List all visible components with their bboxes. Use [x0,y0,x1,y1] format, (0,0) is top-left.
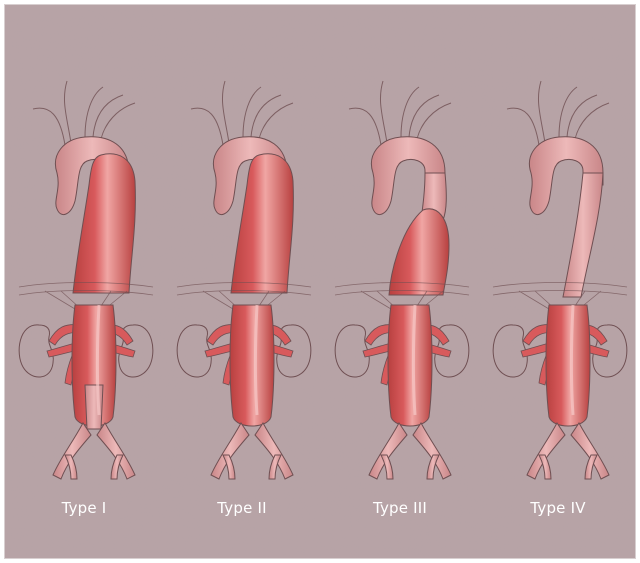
abdominal-aorta [230,305,274,426]
aorta-illustration [5,5,163,495]
thoracic-aneurysm [389,209,449,295]
arch-branches [507,81,609,145]
type-label: Type II [163,499,321,517]
type-label: Type I [5,499,163,517]
arch-branches [33,81,135,145]
aneurysm-type-panel: Type I [5,5,163,559]
abdominal-aorta [546,305,590,426]
iliac-arteries [211,423,293,479]
type-label: Type III [321,499,479,517]
iliac-arteries [527,423,609,479]
arch-branches [349,81,451,145]
thoracic-aneurysm [73,154,135,293]
aorta-illustration [163,5,321,495]
aneurysm-type-panel: Type III [321,5,479,559]
thoracic-aneurysm [231,154,293,293]
aorta-illustration [321,5,479,495]
iliac-arteries [53,423,135,479]
aorta-illustration [479,5,636,495]
arch-branches [191,81,293,145]
abdominal-aorta [388,305,432,426]
aneurysm-type-panel: Type II [163,5,321,559]
aneurysm-type-panel: Type IV [479,5,636,559]
type-label: Type IV [479,499,636,517]
figure-frame: Type I Type II [4,4,636,559]
iliac-arteries [369,423,451,479]
